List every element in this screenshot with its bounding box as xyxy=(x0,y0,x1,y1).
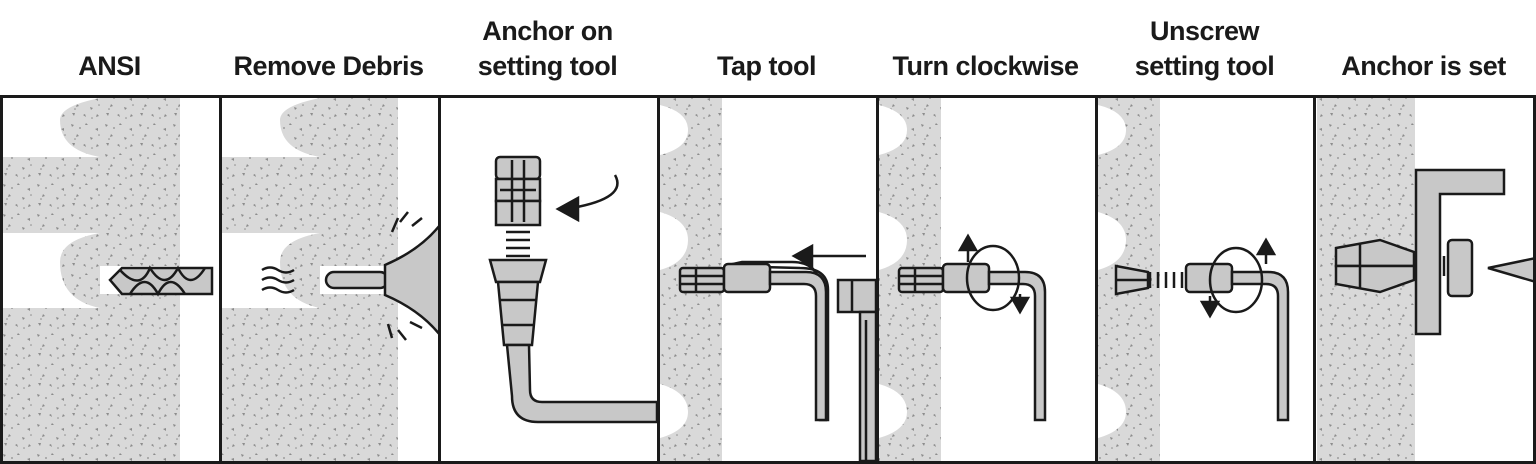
anchor-icon xyxy=(1116,266,1148,294)
panel-anchor-on-tool xyxy=(441,98,657,461)
panel-unscrew-tool xyxy=(1098,98,1312,461)
panel-turn-clockwise xyxy=(879,98,1095,461)
panel-anchor-set xyxy=(1317,98,1536,461)
anchor-icon xyxy=(899,268,943,292)
panel-tap-tool xyxy=(660,98,876,461)
anchor-icon xyxy=(496,157,540,225)
anchor-icon xyxy=(680,268,724,292)
anchor-icon xyxy=(1336,240,1414,292)
panel-remove-debris xyxy=(222,98,440,461)
drill-bit-icon xyxy=(110,268,212,294)
panel-drill xyxy=(3,98,219,461)
